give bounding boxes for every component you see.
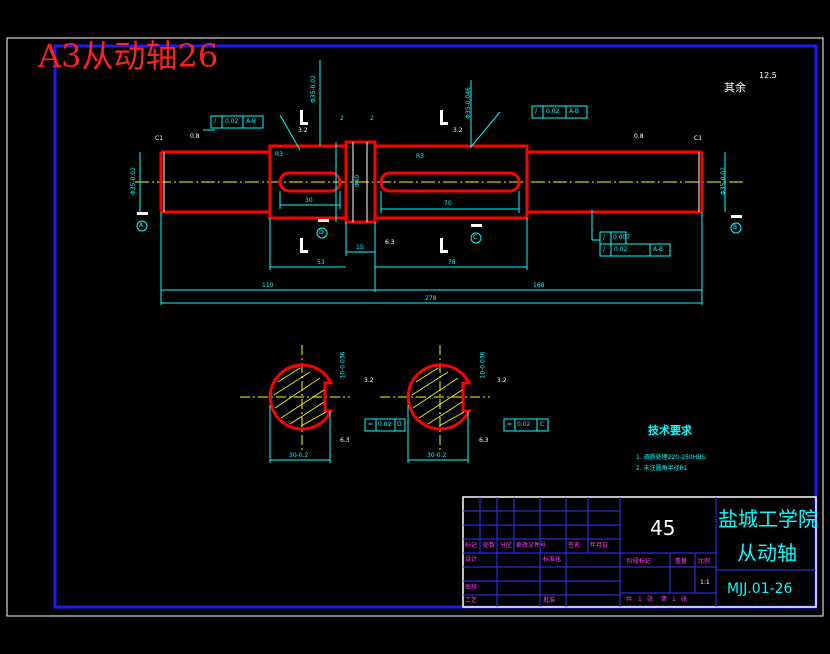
tol3-sym: / <box>603 234 606 241</box>
tol1-ref: A-B <box>246 118 257 125</box>
h-biaozhunhua: 标准化 <box>543 556 562 563</box>
h-pizhun: 批准 <box>543 597 556 604</box>
rough-32-a: 3.2 <box>298 127 308 134</box>
rough-08-right: 0.8 <box>634 133 644 140</box>
roughness-note-value: 12.5 <box>759 71 777 80</box>
h-sheji: 设计 <box>465 556 478 563</box>
rough-08-left: 0.8 <box>190 133 200 140</box>
dim-phi35-mid: Φ35-0.046 <box>464 87 472 119</box>
h-genggai: 更改文件号 <box>516 542 547 549</box>
h-zhang2: 张 <box>681 596 688 603</box>
dim-53: 53 <box>317 259 325 266</box>
rough-32-c: 3.2 <box>364 377 374 384</box>
dim-phi40: Φ40 <box>354 174 362 188</box>
h-di: 第 <box>661 596 668 603</box>
tol4-val: 0.02 <box>614 246 628 253</box>
section-width-2: 10-0.036 <box>479 351 487 379</box>
tech-item-1: 1. 调质处理220-250HBS; <box>636 454 708 461</box>
shaft-detail-lines <box>163 142 700 222</box>
datum-c: C <box>473 234 478 241</box>
shaft-outline <box>159 140 704 224</box>
dim-70: 70 <box>444 200 452 207</box>
section-view-right <box>380 345 490 463</box>
keyway-left <box>278 171 342 193</box>
section-width-1: 10-0.036 <box>339 351 347 379</box>
tol1-val: 0.02 <box>225 118 239 125</box>
h-gongyi: 工艺 <box>465 597 478 604</box>
rough-63-c: 6.3 <box>479 437 489 444</box>
datum-a: A <box>139 222 144 229</box>
tol6-ref: C <box>540 421 545 428</box>
dim-110: 110 <box>262 282 274 289</box>
dim-15: 15 <box>356 244 364 251</box>
h-jieduan: 阶段标记 <box>627 558 652 565</box>
scale: 1:1 <box>700 579 710 586</box>
datum-d: D <box>319 229 324 236</box>
tol3-val: 0.007 <box>613 234 631 241</box>
tol5-sym: = <box>368 421 374 428</box>
drawing-code: MJJ.01-26 <box>727 581 793 597</box>
tolerance-frames <box>210 105 671 432</box>
h-fenqu: 分区 <box>500 542 513 549</box>
n-total: 1 <box>638 596 642 603</box>
drawing-title: A3从动轴26 <box>38 37 219 75</box>
dim-2a: 2 <box>340 115 344 122</box>
dim-2b: 2 <box>370 115 374 122</box>
tol4-sym: / <box>603 246 606 253</box>
dim-278: 278 <box>425 295 437 302</box>
keyway-right <box>379 171 521 193</box>
h-zhang1: 张 <box>647 596 654 603</box>
dim-78: 78 <box>448 259 456 266</box>
dim-168: 168 <box>533 282 545 289</box>
rough-32-d: 3.2 <box>497 377 507 384</box>
tech-item-2: 2. 未注圆角半径R1 <box>636 465 688 472</box>
outer-frame <box>6 37 824 617</box>
r3-right: R3 <box>416 153 424 160</box>
section-depth-1: 30-0.2 <box>289 452 309 459</box>
dim-phi35-top: Φ35-0.02 <box>309 75 317 103</box>
chamfer-left: C1 <box>155 135 164 142</box>
h-biaoji: 标记 <box>465 542 478 549</box>
tol4-ref: A-B <box>653 246 664 253</box>
section-view-left <box>240 345 350 463</box>
r3-left: R3 <box>275 151 283 158</box>
h-gong: 共 <box>626 596 633 603</box>
h-shenhe: 审核 <box>465 584 478 591</box>
dim-phi35-right: Φ35-0.02 <box>719 167 727 195</box>
h-nianyueri: 年月日 <box>590 542 609 549</box>
tol2-sym: / <box>535 108 538 115</box>
tech-heading: 技术要求 <box>648 424 692 437</box>
part-name: 从动轴 <box>737 541 797 565</box>
h-chushu: 处数 <box>483 542 496 549</box>
tol2-ref: A-B <box>569 108 580 115</box>
h-bili: 比例 <box>698 558 711 565</box>
dimension-lines <box>139 60 726 305</box>
dim-phi35-left: Φ35-0.02 <box>129 167 137 195</box>
inner-border <box>53 44 818 609</box>
h-qianming: 签名 <box>568 542 581 549</box>
section-depth-2: 30-0.2 <box>427 452 447 459</box>
tol2-val: 0.02 <box>546 108 560 115</box>
dim-30: 30 <box>305 197 313 204</box>
roughness-note-label: 其余 <box>724 81 746 94</box>
material: 45 <box>650 516 676 540</box>
n-sheet: 1 <box>672 596 676 603</box>
h-zhongliang: 重量 <box>675 558 688 565</box>
chamfer-right: C1 <box>694 135 703 142</box>
tol6-val: 0.02 <box>517 421 531 428</box>
datum-markers <box>136 220 742 244</box>
tol5-ref: D <box>397 421 402 428</box>
title-block-lines <box>462 496 817 608</box>
school-name: 盐城工学院 <box>718 507 818 531</box>
tol5-val: 0.02 <box>378 421 392 428</box>
rough-63-a: 6.3 <box>385 239 395 246</box>
tol1-sym: / <box>214 118 217 125</box>
tol6-sym: = <box>507 421 513 428</box>
rough-63-b: 6.3 <box>340 437 350 444</box>
section-arrows <box>137 110 742 253</box>
datum-b: B <box>733 224 738 231</box>
rough-32-b: 3.2 <box>453 127 463 134</box>
